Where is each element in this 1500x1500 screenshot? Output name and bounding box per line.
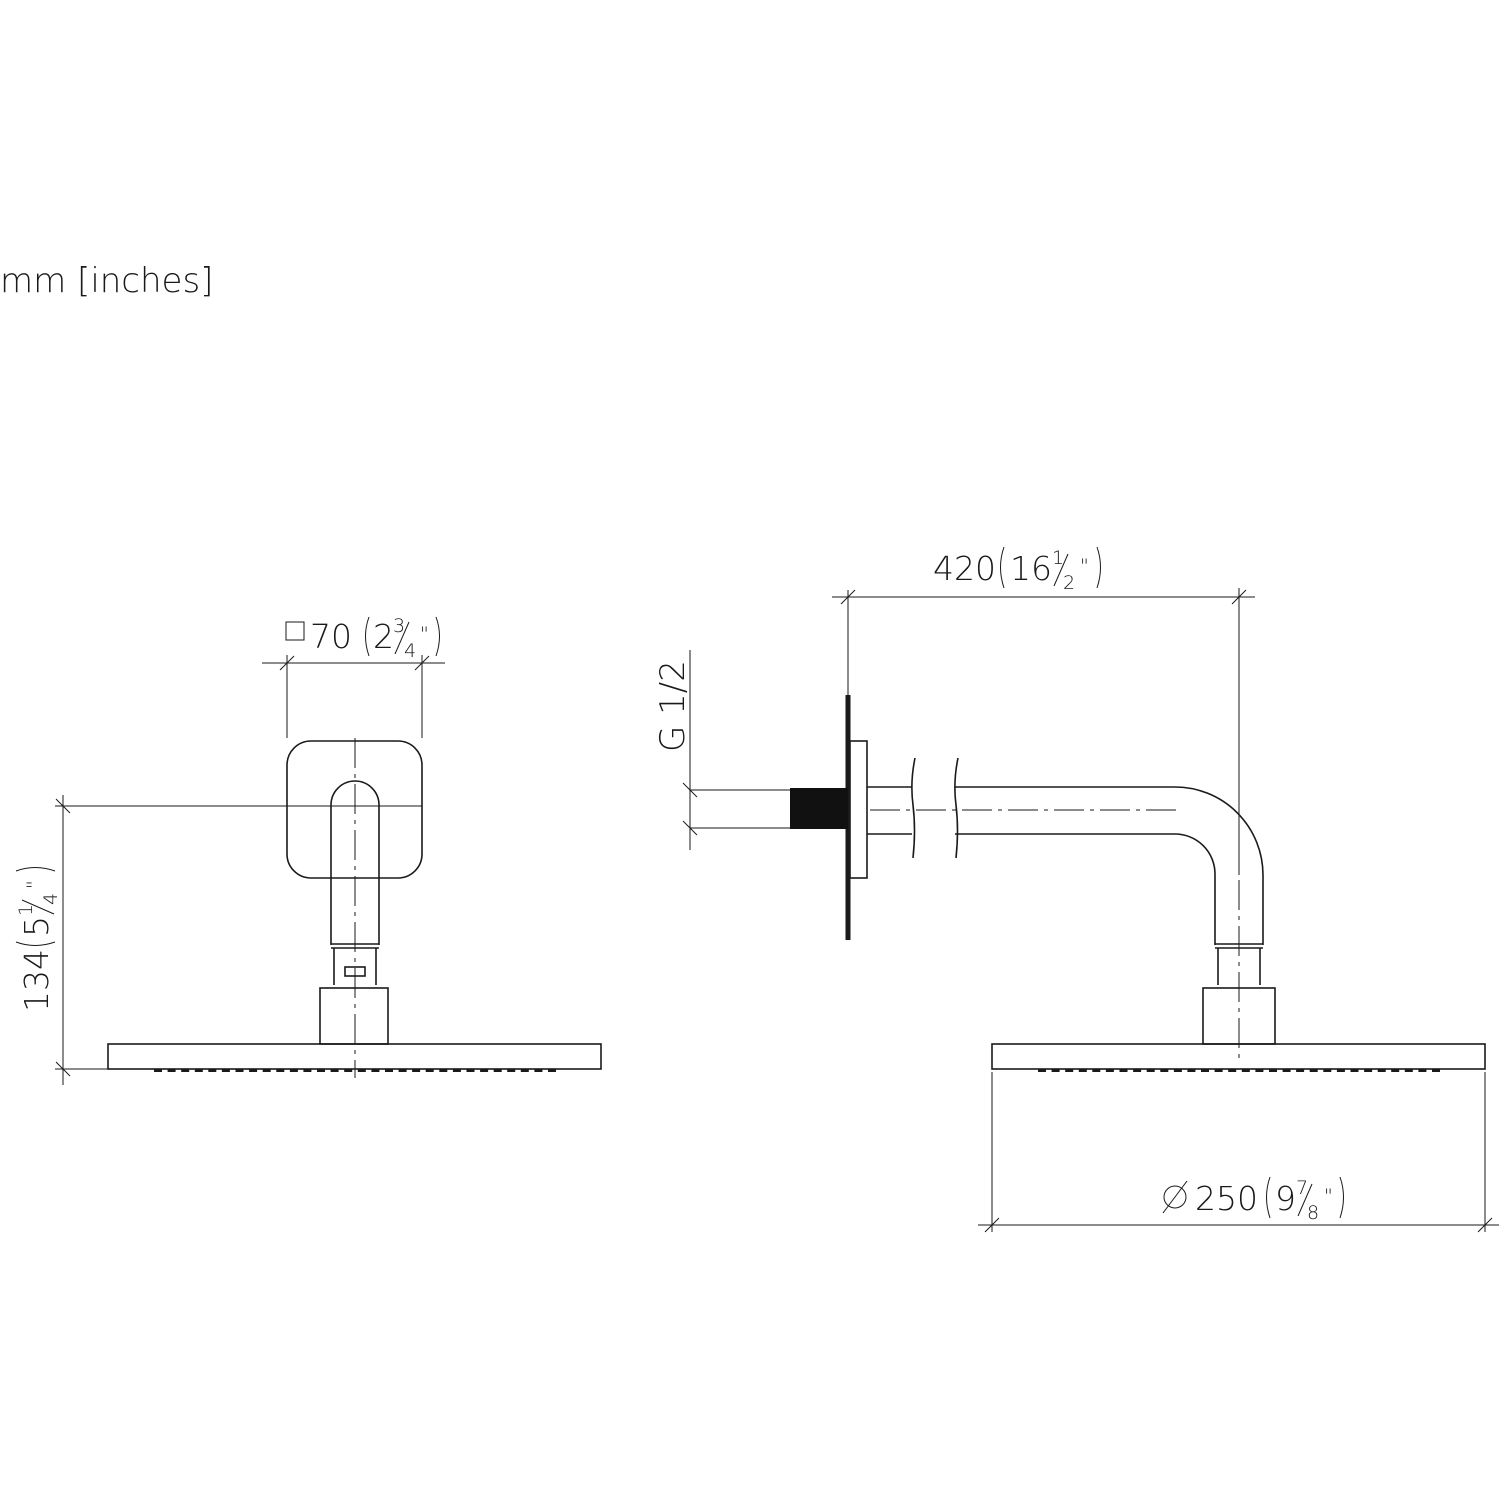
thread-fitting bbox=[790, 788, 848, 829]
nozzle bbox=[398, 1069, 407, 1072]
ball-joint bbox=[333, 948, 377, 985]
nozzle bbox=[167, 1069, 176, 1072]
arm-upper-bend bbox=[955, 786, 1264, 945]
nozzle bbox=[249, 1069, 258, 1072]
nozzle bbox=[344, 1069, 353, 1072]
head-connector bbox=[319, 987, 389, 1045]
svg-text:7: 7 bbox=[1296, 1177, 1308, 1199]
nozzle bbox=[1160, 1069, 1169, 1072]
nozzles-side bbox=[1038, 1069, 1440, 1072]
svg-text:1: 1 bbox=[1052, 547, 1064, 569]
nozzle bbox=[1323, 1069, 1332, 1072]
nozzle bbox=[1418, 1069, 1427, 1072]
svg-text:2: 2 bbox=[1063, 572, 1075, 594]
svg-text:": " bbox=[1080, 555, 1089, 577]
nozzle bbox=[1105, 1069, 1114, 1072]
escutcheon-width-inch: 2 bbox=[373, 617, 394, 656]
break-mark-right bbox=[954, 757, 959, 859]
nozzle bbox=[1078, 1069, 1087, 1072]
nozzle bbox=[1404, 1069, 1413, 1072]
nozzle bbox=[1214, 1069, 1223, 1072]
nozzle bbox=[289, 1069, 298, 1072]
front-view: 70 2 3 4 " 134 5 1 4 " bbox=[15, 615, 602, 1085]
projection-mm: 420 bbox=[933, 549, 996, 588]
nozzle bbox=[303, 1069, 312, 1072]
projection-inch: 16 bbox=[1010, 549, 1052, 588]
nozzle bbox=[371, 1069, 380, 1072]
nozzle bbox=[1038, 1069, 1046, 1072]
nozzle bbox=[1173, 1069, 1182, 1072]
nozzle bbox=[1241, 1069, 1250, 1072]
nozzle bbox=[154, 1069, 162, 1072]
nozzle bbox=[1119, 1069, 1128, 1072]
svg-text:4: 4 bbox=[40, 893, 62, 905]
nozzle bbox=[1309, 1069, 1318, 1072]
nozzle bbox=[1201, 1069, 1209, 1072]
nozzle bbox=[357, 1069, 366, 1072]
nozzle bbox=[1296, 1069, 1305, 1072]
nozzle bbox=[534, 1069, 543, 1072]
svg-text:": " bbox=[420, 623, 429, 645]
svg-text:": " bbox=[23, 880, 45, 889]
nozzle bbox=[1255, 1069, 1264, 1072]
side-view: G 1/2 420 16 1 2 " 250 9 7 8 " bbox=[653, 546, 1499, 1233]
svg-text:": " bbox=[1324, 1185, 1333, 1207]
nozzle bbox=[194, 1069, 203, 1072]
ball-joint-side bbox=[1217, 948, 1261, 985]
diameter-mm: 250 bbox=[1195, 1179, 1258, 1218]
nozzle bbox=[507, 1069, 516, 1072]
height-inch: 5 bbox=[17, 916, 56, 937]
nozzle bbox=[276, 1069, 285, 1072]
nozzle bbox=[493, 1069, 502, 1072]
nozzle bbox=[330, 1069, 339, 1072]
svg-text:4: 4 bbox=[404, 640, 416, 662]
nozzle bbox=[317, 1069, 325, 1072]
nozzles-front bbox=[154, 1069, 556, 1072]
nozzle bbox=[1269, 1069, 1277, 1072]
nozzle bbox=[1350, 1069, 1359, 1072]
nozzle bbox=[1432, 1069, 1440, 1072]
break-mark-left bbox=[911, 757, 916, 859]
height-mm: 134 bbox=[17, 949, 56, 1012]
nozzle bbox=[1377, 1069, 1386, 1072]
nozzle bbox=[1391, 1069, 1400, 1072]
nozzle bbox=[385, 1069, 393, 1072]
nozzle bbox=[1133, 1069, 1142, 1072]
nozzle bbox=[208, 1069, 217, 1072]
nozzle bbox=[1228, 1069, 1237, 1072]
nozzle bbox=[181, 1069, 190, 1072]
nozzle bbox=[1336, 1069, 1345, 1072]
svg-text:3: 3 bbox=[393, 615, 405, 637]
nozzle bbox=[235, 1069, 244, 1072]
thread-label: G 1/2 bbox=[653, 660, 693, 752]
nozzle bbox=[1146, 1069, 1155, 1072]
nozzle bbox=[1364, 1069, 1373, 1072]
nozzle bbox=[548, 1069, 556, 1072]
nozzle bbox=[221, 1069, 230, 1072]
svg-text:1: 1 bbox=[15, 904, 37, 916]
nozzle bbox=[439, 1069, 448, 1072]
nozzle bbox=[412, 1069, 421, 1072]
arm-lower-bend bbox=[955, 833, 1216, 945]
escutcheon-width-mm: 70 bbox=[310, 617, 352, 656]
nozzle bbox=[452, 1069, 461, 1072]
shower-arm-front bbox=[330, 780, 380, 945]
nozzle bbox=[1092, 1069, 1101, 1072]
diameter-symbol bbox=[1162, 1180, 1188, 1214]
flange-side bbox=[849, 740, 868, 879]
diameter-inch: 9 bbox=[1275, 1179, 1296, 1218]
svg-text:8: 8 bbox=[1307, 1202, 1319, 1224]
units-label: mm [inches] bbox=[0, 261, 213, 301]
nozzle bbox=[262, 1069, 271, 1072]
nozzle bbox=[520, 1069, 529, 1072]
nozzle bbox=[466, 1069, 475, 1072]
nozzle bbox=[1282, 1069, 1291, 1072]
nozzle bbox=[1187, 1069, 1196, 1072]
square-symbol bbox=[285, 621, 305, 641]
nozzle bbox=[1065, 1069, 1074, 1072]
nozzle bbox=[480, 1069, 489, 1072]
nozzle bbox=[1051, 1069, 1060, 1072]
nozzle bbox=[425, 1069, 434, 1072]
